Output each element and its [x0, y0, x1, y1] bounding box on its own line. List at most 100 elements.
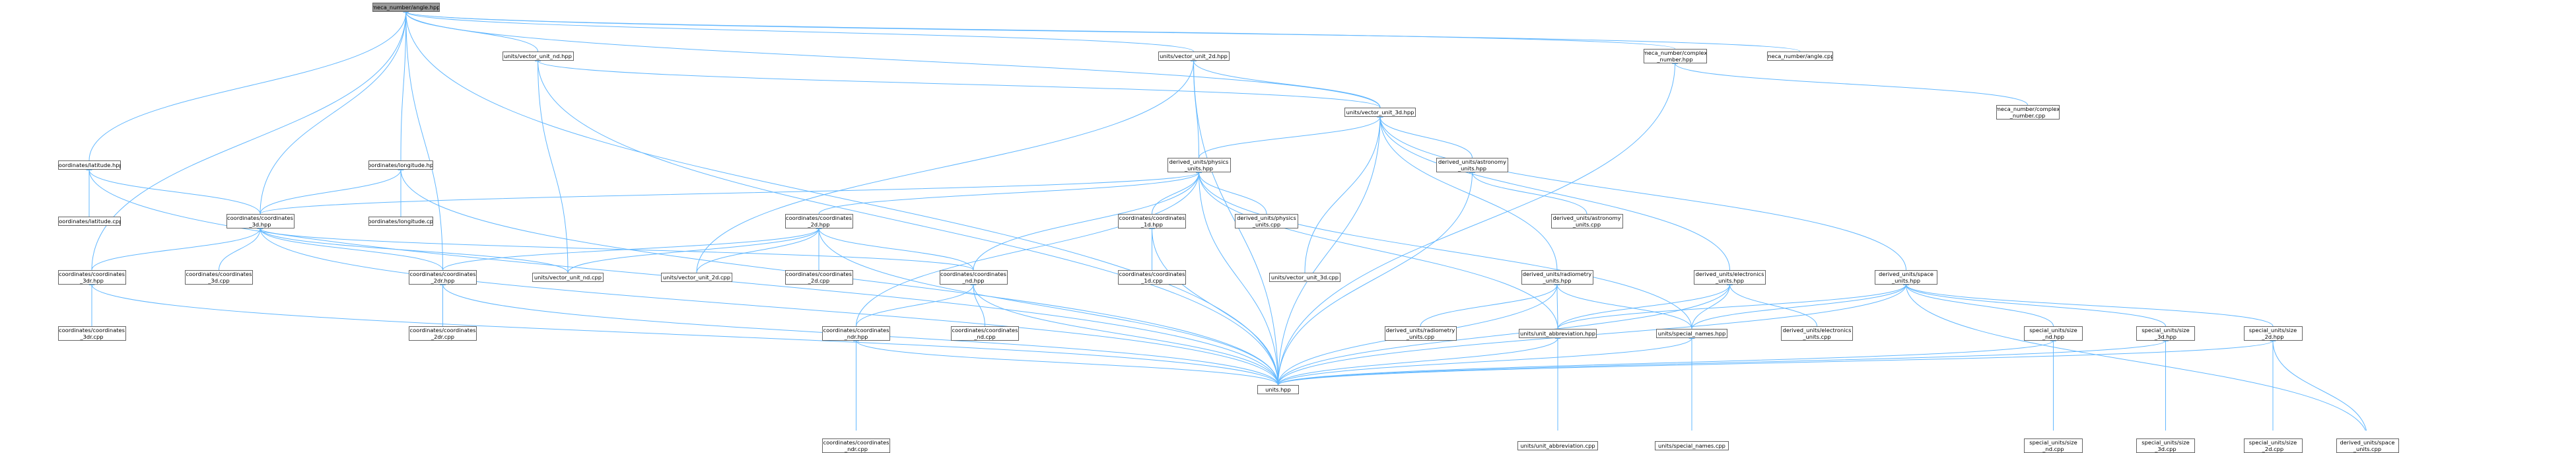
- node-vector-unit-2d-cpp[interactable]: units/vector_unit_2d.cpp: [661, 273, 732, 282]
- edge-physics-coordnd: [973, 166, 1202, 271]
- node-electronics-units-cpp[interactable]: derived_units/electronics _units.cpp: [1781, 326, 1853, 341]
- edge-complex-complex_cpp: [1672, 57, 2028, 106]
- node-vector-unit-nd-hpp[interactable]: units/vector_unit_nd.hpp: [502, 52, 574, 61]
- node-vector-unit-2d-hpp[interactable]: units/vector_unit_2d.hpp: [1158, 52, 1230, 61]
- edge-coord3dr-units_hpp: [88, 279, 1278, 386]
- node-size-3d-hpp[interactable]: special_units/size _3d.hpp: [2136, 326, 2195, 341]
- edge-coord2d-coordnd: [816, 223, 974, 271]
- edge-physics-physics_cpp: [1196, 166, 1267, 215]
- node-size-2d-hpp[interactable]: special_units/size _2d.hpp: [2243, 326, 2303, 341]
- edge-vec_3d-units_hpp: [1278, 111, 1383, 386]
- node-units-hpp[interactable]: units.hpp: [1257, 385, 1299, 394]
- node-radiometry-units-cpp[interactable]: derived_units/radiometry _units.cpp: [1384, 326, 1457, 341]
- node-latitude-cpp[interactable]: coordinates/latitude.cpp: [57, 217, 121, 226]
- edge-vec_nd-vec_3d: [535, 55, 1381, 108]
- edge-electronics-electronics_cpp: [1727, 279, 1817, 327]
- edge-vec_3d-electronics: [1377, 111, 1730, 271]
- node-coordinates-1d-cpp[interactable]: coordinates/coordinates _1d.cpp: [1118, 270, 1186, 285]
- node-vector-unit-3d-cpp[interactable]: units/vector_unit_3d.cpp: [1269, 273, 1340, 282]
- edge-vec_2d-vec_2d_cpp: [696, 55, 1197, 273]
- edge-coord3d-coord3d_cpp: [219, 223, 263, 271]
- edge-coord2d-coord2dr: [442, 223, 822, 271]
- edge-complex-units_hpp: [1278, 57, 1678, 386]
- node-size-nd-cpp[interactable]: special_units/size _nd.cpp: [2024, 438, 2083, 453]
- node-coordinates-nd-hpp[interactable]: coordinates/coordinates _nd.hpp: [939, 270, 1008, 285]
- node-electronics-units-hpp[interactable]: derived_units/electronics _units.hpp: [1694, 270, 1766, 285]
- edge-radiometry-special_names: [1554, 279, 1692, 330]
- node-radiometry-units-hpp[interactable]: derived_units/radiometry _units.hpp: [1521, 270, 1593, 285]
- edge-vec_3d-space: [1377, 111, 1906, 271]
- node-coordinates-ndr-cpp[interactable]: coordinates/coordinates _ndr.cpp: [822, 438, 890, 453]
- node-angle-cpp[interactable]: meca_number/angle.cpp: [1767, 52, 1833, 61]
- edge-root-coord3d: [260, 6, 409, 215]
- edge-coord1d-units_hpp: [1149, 223, 1278, 386]
- edge-size_nd-units_hpp: [1278, 335, 2056, 386]
- edge-radiometry-unit_abbr: [1554, 279, 1560, 330]
- edge-coord2d-units_hpp: [816, 223, 1278, 386]
- node-complex-number-cpp[interactable]: meca_number/complex _number.cpp: [1996, 105, 2060, 120]
- node-space-units-cpp[interactable]: derived_units/space _units.cpp: [2336, 438, 2399, 453]
- node-size-2d-cpp[interactable]: special_units/size _2d.cpp: [2243, 438, 2303, 453]
- node-coordinates-3d-cpp[interactable]: coordinates/coordinates _3d.cpp: [185, 270, 253, 285]
- node-coordinates-3dr-cpp[interactable]: coordinates/coordinates _3dr.cpp: [57, 326, 126, 341]
- node-longitude-hpp[interactable]: coordinates/longitude.hpp: [368, 160, 433, 170]
- node-special-names-cpp[interactable]: units/special_names.cpp: [1655, 441, 1729, 450]
- edge-size_2d-units_hpp: [1278, 335, 2276, 386]
- node-longitude-cpp[interactable]: coordinates/longitude.cpp: [368, 217, 433, 226]
- node-coordinates-ndr-hpp[interactable]: coordinates/coordinates _ndr.hpp: [822, 326, 890, 341]
- node-astronomy-units-cpp[interactable]: derived_units/astronomy _units.cpp: [1550, 214, 1623, 228]
- edge-root-longitude: [400, 6, 409, 161]
- edge-physics-coord3d: [260, 166, 1202, 215]
- edge-size_2d-space_cpp: [2270, 335, 2367, 431]
- node-coordinates-2d-cpp[interactable]: coordinates/coordinates _2d.cpp: [784, 270, 853, 285]
- node-size-nd-hpp[interactable]: special_units/size _nd.hpp: [2024, 326, 2083, 341]
- node-unit-abbreviation-cpp[interactable]: units/unit_abbreviation.cpp: [1517, 441, 1598, 450]
- edge-physics-special_names: [1196, 166, 1692, 330]
- node-coordinates-3d-hpp[interactable]: coordinates/coordinates _3d.hpp: [226, 214, 295, 228]
- node-latitude-hpp[interactable]: coordinates/latitude.hpp: [57, 160, 121, 170]
- edge-space-size_nd: [1903, 279, 2054, 327]
- node-angle-hpp[interactable]: meca_number/angle.hpp: [372, 3, 440, 12]
- node-astronomy-units-hpp[interactable]: derived_units/astronomy _units.hpp: [1436, 158, 1508, 172]
- edge-coord3d-coordnd: [257, 223, 974, 271]
- edge-coord2d-vec_nd_cpp: [567, 223, 822, 273]
- edge-coord3d-coord3dr: [91, 223, 263, 271]
- node-special-names-hpp[interactable]: units/special_names.hpp: [1656, 329, 1727, 338]
- edge-latitude-coord3d: [86, 164, 261, 215]
- edge-root-latitude: [88, 6, 409, 161]
- edge-coord3d-vec_nd_cpp: [257, 223, 569, 273]
- edge-root-units_hpp: [403, 6, 1278, 386]
- edge-radiometry-radiometry_cpp: [1420, 279, 1560, 327]
- edge-electronics-unit_abbr: [1557, 279, 1733, 330]
- node-coordinates-2dr-hpp[interactable]: coordinates/coordinates _2dr.hpp: [409, 270, 477, 285]
- node-coordinates-1d-hpp[interactable]: coordinates/coordinates _1d.hpp: [1118, 214, 1186, 228]
- node-coordinates-2d-hpp[interactable]: coordinates/coordinates _2d.hpp: [784, 214, 853, 228]
- edge-electronics-units_hpp: [1278, 279, 1733, 386]
- edge-coordnd-units_hpp: [970, 279, 1278, 386]
- edge-special_names-units_hpp: [1278, 332, 1695, 386]
- edge-vec_nd-vec_nd_cpp: [535, 55, 569, 273]
- node-space-units-hpp[interactable]: derived_units/space _units.hpp: [1875, 270, 1937, 285]
- node-coordinates-2dr-cpp[interactable]: coordinates/coordinates _2dr.cpp: [409, 326, 477, 341]
- edge-physics-units_hpp: [1196, 166, 1278, 386]
- node-vector-unit-nd-cpp[interactable]: units/vector_unit_nd.cpp: [532, 273, 604, 282]
- edge-root-angle_cpp: [403, 6, 1801, 52]
- edge-root-coord3dr: [91, 6, 409, 271]
- node-coordinates-nd-cpp[interactable]: coordinates/coordinates _nd.cpp: [951, 326, 1019, 341]
- edge-coord2d-vec_2d_cpp: [696, 223, 822, 273]
- node-coordinates-3dr-hpp[interactable]: coordinates/coordinates _3dr.hpp: [57, 270, 126, 285]
- node-complex-number-hpp[interactable]: meca_number/complex _number.hpp: [1643, 49, 1707, 63]
- edge-coordnd-coordnd_cpp: [970, 279, 985, 327]
- node-physics-units-cpp[interactable]: derived_units/physics _units.cpp: [1235, 214, 1298, 228]
- node-size-3d-cpp[interactable]: special_units/size _3d.cpp: [2136, 438, 2195, 453]
- edge-physics-coordndr: [856, 166, 1202, 327]
- node-unit-abbreviation-hpp[interactable]: units/unit_abbreviation.hpp: [1519, 329, 1597, 338]
- edge-coord3d-units_hpp: [257, 223, 1278, 386]
- edge-space-special_names: [1691, 279, 1909, 330]
- node-physics-units-hpp[interactable]: derived_units/physics _units.hpp: [1167, 158, 1231, 172]
- edge-vec_nd-units_hpp: [535, 55, 1278, 386]
- dependency-edges: [86, 6, 2367, 431]
- edge-physics-coord1d: [1152, 166, 1202, 215]
- edge-coordndr-units_hpp: [853, 335, 1278, 386]
- node-vector-unit-3d-hpp[interactable]: units/vector_unit_3d.hpp: [1344, 108, 1416, 117]
